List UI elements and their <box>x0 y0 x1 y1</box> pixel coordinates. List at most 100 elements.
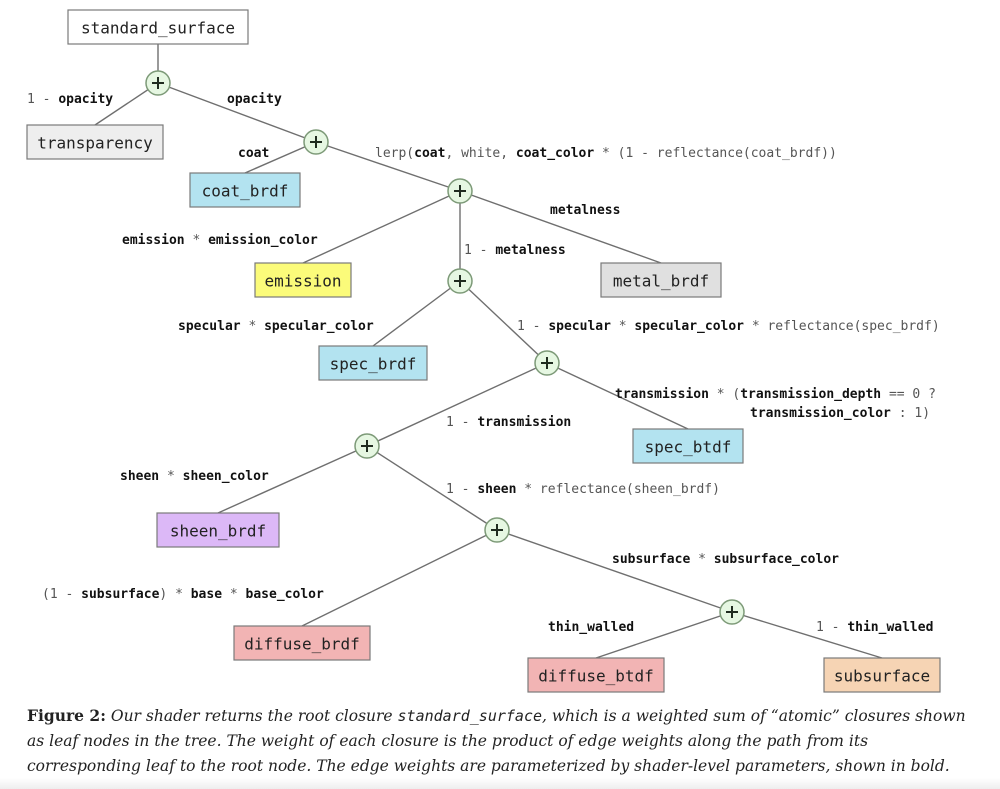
leaf-node-diffuse-btdf-box <box>527 657 665 693</box>
edge-s6-to-s7 <box>366 445 498 531</box>
operator-text: 1 - <box>517 319 548 334</box>
edge-s6-to-sheen_brdf <box>217 445 368 514</box>
operator-text: * reflectance(spec_brdf) <box>744 319 940 334</box>
edge-weight-label: thin_walled <box>548 620 634 635</box>
edge-weight-label: metalness <box>550 203 620 218</box>
leaf-node-metal-brdf: metal_brdf <box>600 262 722 298</box>
leaf-node-subsurface-label: subsurface <box>834 667 930 686</box>
edge-s3-to-emission <box>302 190 461 264</box>
edge-s7-to-s8 <box>496 529 733 613</box>
edge-weight-label: lerp(coat, white, coat_color * (1 - refl… <box>375 146 837 161</box>
caption-text-2: , which is a weighted sum of “atomic” cl… <box>27 707 966 775</box>
edge-s4-to-spec_brdf <box>372 280 461 347</box>
parameter-name: thin_walled <box>548 620 634 635</box>
nodes-layer: standard_surface transparency coat_brdfemi… <box>26 9 941 693</box>
edge-s4-to-s5 <box>459 280 548 364</box>
edge-weight-label: coat <box>238 146 269 161</box>
leaf-node-spec-brdf-box <box>318 345 428 381</box>
edge-s2-to-coat_brdf <box>244 141 317 174</box>
parameter-name: thin_walled <box>847 620 933 635</box>
leaf-node-sheen-brdf-label: sheen_brdf <box>170 522 266 541</box>
edge-weight-label: 1 - thin_walled <box>816 620 933 635</box>
edge-weight-label: transmission * (transmission_depth == 0 … <box>615 387 936 402</box>
operator-text: 1 - <box>27 92 58 107</box>
sum-node-s1 <box>145 70 171 96</box>
plus-icon <box>454 185 466 197</box>
sum-node-s3 <box>447 178 473 204</box>
parameter-name: coat <box>238 146 269 161</box>
edge-weight-label: 1 - opacity <box>27 92 113 107</box>
leaf-node-spec-brdf-label: spec_brdf <box>330 355 417 374</box>
figure-caption: Figure 2: Our shader returns the root cl… <box>27 703 977 779</box>
edge-weight-label: subsurface * subsurface_color <box>612 552 839 567</box>
parameter-name: sheen <box>477 482 516 497</box>
plus-icon <box>454 275 466 287</box>
parameter-name: sheen <box>120 469 159 484</box>
plus-icon <box>491 524 503 536</box>
operator-text: 1 - <box>464 243 495 258</box>
edge-weight-label: emission * emission_color <box>122 233 318 248</box>
edge-s5-to-s6 <box>366 362 548 447</box>
parameter-name: emission <box>122 233 185 248</box>
operator-text: ) * <box>159 587 190 602</box>
parameter-name: opacity <box>58 92 113 107</box>
leaf-node-transparency-box <box>26 124 164 160</box>
leaf-node-coat-brdf-box <box>189 172 301 208</box>
parameter-name: specular_color <box>264 319 374 334</box>
operator-text: , white, <box>445 146 515 161</box>
parameter-name: emission_color <box>208 233 318 248</box>
bottom-shade <box>0 778 1000 789</box>
edge-weight-label: opacity <box>227 92 282 107</box>
leaf-node-coat-brdf-label: coat_brdf <box>202 182 289 201</box>
parameter-name: subsurface <box>612 552 690 567</box>
parameter-name: transmission_color <box>750 406 891 421</box>
parameter-name: coat <box>414 146 445 161</box>
operator-text: : 1) <box>891 406 930 421</box>
root-node-standard-surface-label: standard_surface <box>81 19 235 38</box>
plus-icon <box>726 606 738 618</box>
operator-text: 1 - <box>816 620 847 635</box>
leaf-node-diffuse-btdf-label: diffuse_btdf <box>538 667 654 686</box>
edges-layer <box>94 44 883 659</box>
leaf-node-metal-brdf-box <box>600 262 722 298</box>
parameter-name: subsurface <box>81 587 159 602</box>
parameter-name: metalness <box>550 203 620 218</box>
edge-s8-to-subsurface <box>731 611 883 659</box>
operator-text: (1 - <box>42 587 81 602</box>
root-node-standard-surface-box <box>67 9 249 45</box>
leaf-node-transparency-label: transparency <box>37 134 153 153</box>
edge-s1-to-s2 <box>157 82 317 143</box>
edge-weight-label: 1 - sheen * reflectance(sheen_brdf) <box>446 482 720 497</box>
operator-text: == 0 ? <box>881 387 936 402</box>
leaf-node-transparency: transparency <box>26 124 164 160</box>
sum-node-s8 <box>719 599 745 625</box>
parameter-name: metalness <box>495 243 565 258</box>
leaf-node-metal-brdf-label: metal_brdf <box>613 272 709 291</box>
edge-s3-to-metal_brdf <box>459 190 662 264</box>
leaf-node-emission: emission <box>254 262 352 298</box>
leaf-node-coat-brdf: coat_brdf <box>189 172 301 208</box>
operator-text: * <box>690 552 713 567</box>
leaf-node-diffuse-brdf: diffuse_brdf <box>233 625 371 661</box>
edge-weight-label: specular * specular_color <box>178 319 374 334</box>
leaf-node-emission-box <box>254 262 352 298</box>
caption-code: standard_surface <box>397 707 543 725</box>
edge-weight-label-line2: transmission_color : 1) <box>750 406 930 421</box>
figure-label: Figure 2: <box>27 706 106 725</box>
operator-text: * <box>222 587 245 602</box>
parameter-name: specular <box>548 319 611 334</box>
plus-icon <box>310 136 322 148</box>
plus-icon <box>152 77 164 89</box>
operator-text: * (1 - reflectance(coat_brdf)) <box>594 146 837 161</box>
sum-node-s4 <box>447 268 473 294</box>
parameter-name: coat_color <box>516 146 594 161</box>
sum-node-s5 <box>534 350 560 376</box>
caption-text-1: Our shader returns the root closure <box>105 707 398 725</box>
leaf-node-sheen-brdf-box <box>156 512 280 548</box>
edge-s2-to-s3 <box>315 141 461 192</box>
parameter-name: specular_color <box>634 319 744 334</box>
operator-text: lerp( <box>375 146 414 161</box>
operator-text: 1 - <box>446 415 477 430</box>
sum-node-s2 <box>303 129 329 155</box>
